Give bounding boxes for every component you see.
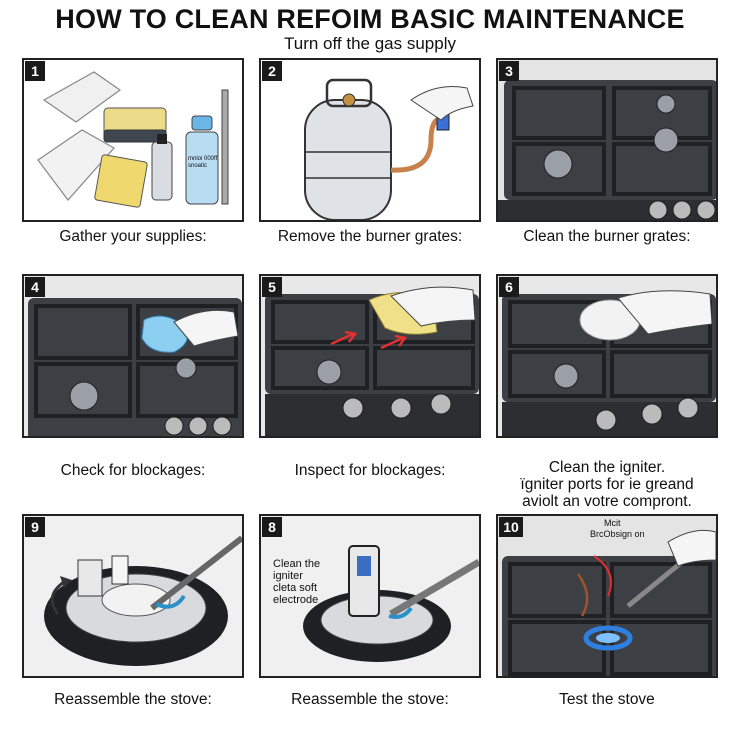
step-panel-9: 9 [22, 514, 244, 678]
burner-icon [543, 149, 573, 179]
scrub-pad-icon [94, 154, 148, 208]
electrode-note: Clean the igniter cleta soft electrode [273, 558, 321, 606]
check-blockages-illustration [24, 276, 242, 436]
step-panel-8: 8 Clean the igniter cleta soft electrode [259, 514, 481, 678]
step-panel-5: 5 [259, 274, 481, 438]
cleaner-bottle-icon [185, 131, 219, 205]
step-number: 3 [499, 61, 519, 81]
red-arrow-icon [330, 330, 358, 346]
step-panel-1: 1 mnloi 000ff snoatic [22, 58, 244, 222]
towel-icon [37, 129, 115, 201]
bottle-label: mnloi 000ff snoatic [188, 156, 218, 169]
rotate-arrow-icon [50, 580, 65, 615]
burner-icon [553, 363, 579, 389]
stove-top-illustration [498, 60, 716, 220]
step-caption-2: Remove the burner grates: [277, 228, 463, 245]
hand-icon [410, 86, 474, 121]
caption-line: aviolt an votre compront. [522, 493, 692, 510]
step-caption-8: Reassemble the stove: [291, 691, 449, 708]
step-caption-10: Test the stove [559, 691, 655, 708]
stove-top-icon [502, 556, 716, 676]
inspect-blockages-illustration [261, 276, 479, 436]
propane-tank-icon [304, 99, 392, 220]
igniter-icon [348, 545, 380, 617]
clean-igniter-illustration [498, 276, 716, 436]
burner-icon [69, 381, 99, 411]
cloth-icon [42, 71, 122, 123]
caption-line: Clean the igniter. [548, 459, 666, 476]
hand-icon [667, 529, 716, 567]
knob-icon [342, 397, 364, 419]
step-number: 6 [499, 277, 519, 297]
step-number: 2 [262, 61, 282, 81]
step-panel-2: 2 [259, 58, 481, 222]
caption-line: ïgniter ports for ie greand [520, 476, 694, 493]
page-title: HOW TO CLEAN REFOIM BASIC MAINTENANCE [55, 4, 685, 34]
step-number: 1 [25, 61, 45, 81]
step-number: 10 [499, 517, 523, 537]
step-number: 4 [25, 277, 45, 297]
step-panel-10: 10 Mcit BrcObsign on [496, 514, 718, 678]
hand-icon [617, 290, 713, 335]
reassemble-illustration [24, 516, 242, 676]
step-caption-6: Clean the igniter. ïgniter ports for ie … [487, 459, 727, 510]
step-panel-6: 6 [496, 274, 718, 438]
knob-icon [648, 200, 668, 220]
step-panel-3: 3 [496, 58, 718, 222]
step-caption-5: Inspect for blockages: [294, 462, 446, 479]
hand-icon [390, 286, 476, 327]
bottle-icon [151, 141, 173, 201]
tool-icon [150, 535, 242, 611]
flame-icon [583, 625, 633, 651]
step-caption-9: Reassemble the stove: [54, 691, 212, 708]
brush-stick-icon [221, 89, 229, 205]
tool-icon [389, 558, 479, 618]
test-note: Mcit BrcObsign on [590, 518, 645, 539]
test-stove-illustration [498, 516, 716, 676]
supplies-illustration [24, 60, 242, 220]
gas-tank-illustration [261, 60, 479, 220]
step-number: 8 [262, 517, 282, 537]
clean-electrode-illustration [261, 516, 479, 676]
blue-cloth-icon [141, 315, 188, 353]
page-subtitle: Turn off the gas supply [284, 34, 456, 53]
step-number: 5 [262, 277, 282, 297]
step-panel-4: 4 [22, 274, 244, 438]
knob-icon [595, 409, 617, 431]
step-number: 9 [25, 517, 45, 537]
step-caption-4: Check for blockages: [60, 462, 206, 479]
step-caption-3: Clean the burner grates: [523, 228, 691, 245]
hand-icon [173, 309, 239, 347]
step-caption-1: Gather your supplies: [59, 228, 207, 245]
gas-hose-icon [390, 115, 442, 173]
knob-icon [164, 416, 184, 436]
igniter-part-icon [77, 559, 103, 597]
burner-icon [316, 359, 342, 385]
